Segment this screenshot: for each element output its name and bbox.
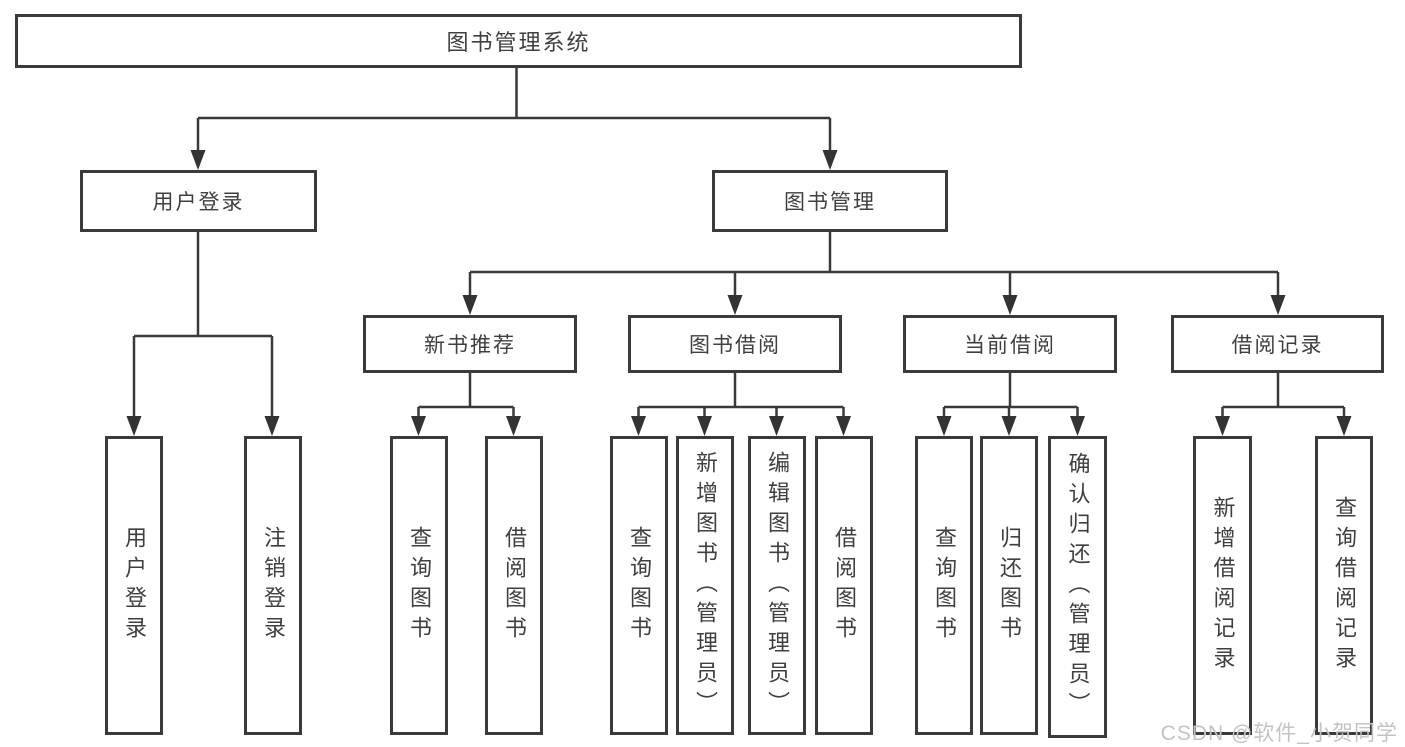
leaf-query-book-1: 查询图书 [390, 436, 448, 735]
leaf-query-book-3-label: 查询图书 [932, 525, 957, 646]
node-user-login: 用户登录 [80, 170, 317, 232]
leaf-confirm-return-admin-label: 确认归还（管理员） [1065, 452, 1091, 722]
leaf-query-book-2-label: 查询图书 [627, 525, 652, 646]
leaf-borrow-book-1-label: 借阅图书 [502, 525, 527, 646]
leaf-logout: 注销登录 [244, 436, 302, 735]
leaf-borrow-book-1: 借阅图书 [485, 436, 543, 735]
leaf-query-book-2: 查询图书 [610, 436, 668, 735]
leaf-query-borrow-record: 查询借阅记录 [1315, 436, 1373, 735]
node-new-book-recommend: 新书推荐 [363, 315, 577, 373]
leaf-add-borrow-record: 新增借阅记录 [1193, 436, 1252, 735]
node-borrow-record-label: 借阅记录 [1231, 334, 1324, 357]
node-root: 图书管理系统 [15, 14, 1022, 68]
node-book-management: 图书管理 [712, 170, 948, 232]
node-borrow-record: 借阅记录 [1171, 315, 1384, 373]
leaf-query-book-1-label: 查询图书 [407, 525, 432, 646]
leaf-edit-book-admin-label: 编辑图书（管理员） [765, 450, 790, 721]
node-root-label: 图书管理系统 [446, 30, 591, 55]
leaf-return-book: 归还图书 [980, 436, 1038, 735]
node-book-borrow-label: 图书借阅 [689, 334, 781, 357]
node-book-borrow: 图书借阅 [628, 315, 842, 373]
leaf-confirm-return-admin: 确认归还（管理员） [1048, 436, 1107, 738]
leaf-query-book-3: 查询图书 [915, 436, 973, 735]
leaf-add-borrow-record-label: 新增借阅记录 [1210, 495, 1236, 676]
leaf-query-borrow-record-label: 查询借阅记录 [1332, 495, 1357, 676]
leaf-add-book-admin: 新增图书（管理员） [676, 436, 734, 735]
node-new-book-recommend-label: 新书推荐 [424, 334, 516, 357]
leaf-return-book-label: 归还图书 [997, 525, 1022, 646]
leaf-add-book-admin-label: 新增图书（管理员） [693, 450, 718, 721]
watermark: CSDN @软件_小贺同学 [1160, 722, 1398, 745]
leaf-borrow-book-2-label: 借阅图书 [832, 525, 857, 646]
node-current-borrow: 当前借阅 [903, 315, 1117, 373]
leaf-borrow-book-2: 借阅图书 [815, 436, 873, 735]
node-book-management-label: 图书管理 [784, 191, 876, 214]
leaf-user-login: 用户登录 [105, 436, 163, 735]
node-user-login-label: 用户登录 [152, 191, 245, 214]
leaf-edit-book-admin: 编辑图书（管理员） [748, 436, 806, 735]
leaf-user-login-label: 用户登录 [122, 525, 147, 646]
node-current-borrow-label: 当前借阅 [964, 334, 1056, 357]
leaf-logout-label: 注销登录 [261, 525, 286, 646]
